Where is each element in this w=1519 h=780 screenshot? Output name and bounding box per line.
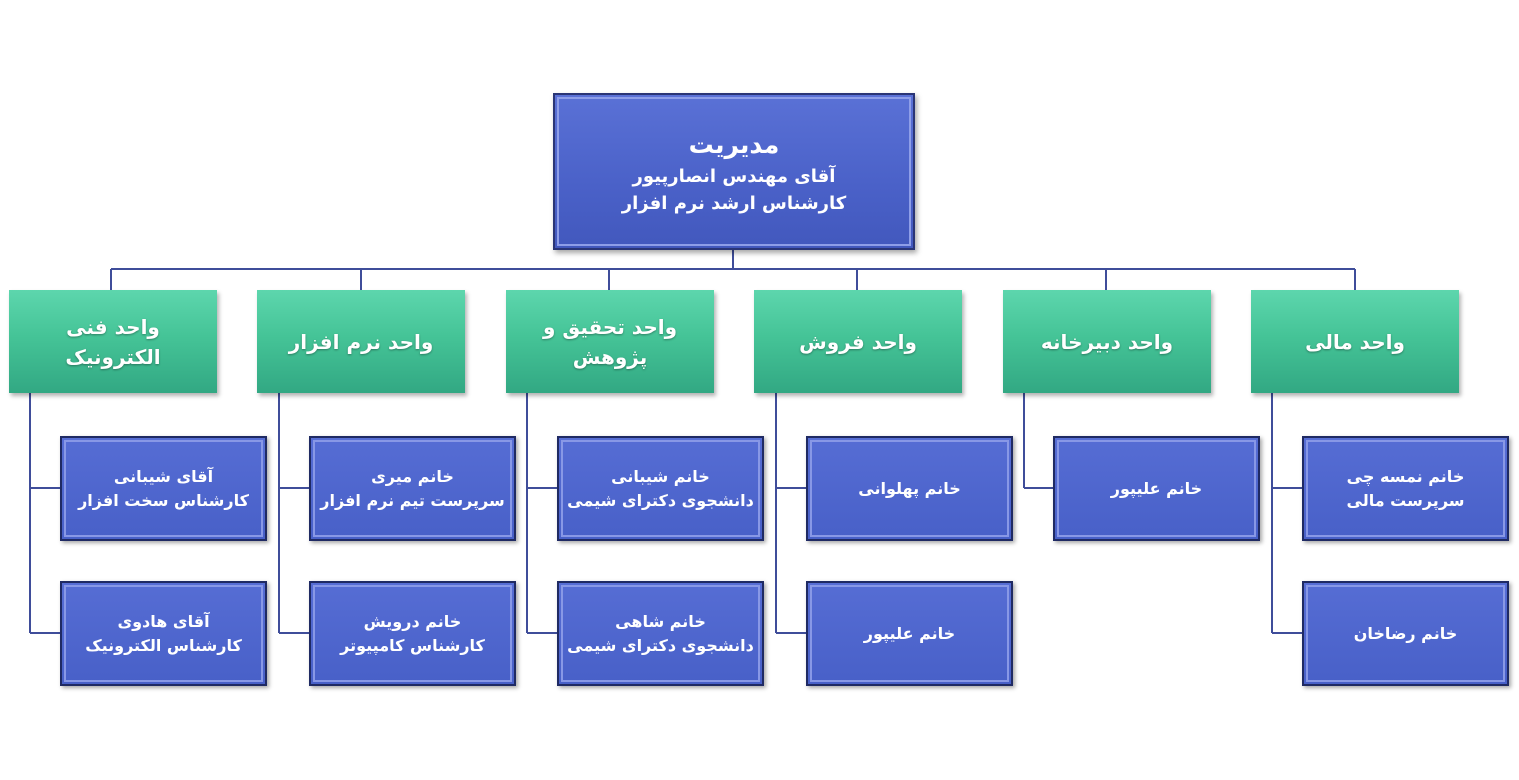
dept-label: واحد دبیرخانه	[1040, 329, 1174, 354]
staff-research-2: خانم شاهی دانشجوی دکترای شیمی	[557, 581, 764, 686]
dept-electronics: واحد فنی الکترونیک	[9, 290, 217, 393]
staff-name: خانم میری	[371, 466, 454, 486]
root-line2: کارشناس ارشد نرم افزار	[621, 193, 847, 215]
staff-finance-2: خانم رضاخان	[1302, 581, 1509, 686]
staff-secretariat-1: خانم علیپور	[1053, 436, 1260, 541]
staff-name: خانم نمسه چی	[1346, 466, 1465, 486]
dept-finance: واحد مالی	[1251, 290, 1459, 393]
staff-name: خانم شاهی	[615, 611, 706, 631]
dept-label-1: واحد فنی	[66, 314, 160, 339]
staff-role: کارشناس الکترونیک	[85, 635, 242, 655]
dept-secretariat: واحد دبیرخانه	[1003, 290, 1211, 393]
staff-electronics-2: آقای هادوی کارشناس الکترونیک	[60, 581, 267, 686]
root-node-management: مدیریت آقای مهندس انصارپیور کارشناس ارشد…	[553, 93, 915, 250]
staff-role: دانشجوی دکترای شیمی	[567, 635, 754, 655]
staff-sales-1: خانم پهلوانی	[806, 436, 1013, 541]
staff-name: خانم پهلوانی	[858, 478, 961, 498]
staff-electronics-1: آقای شیبانی کارشناس سخت افزار	[60, 436, 267, 541]
staff-name: آقای هادوی	[117, 611, 210, 631]
dept-label-2: الکترونیک	[65, 344, 161, 369]
dept-label-1: واحد تحقیق و	[542, 314, 678, 339]
staff-research-1: خانم شیبانی دانشجوی دکترای شیمی	[557, 436, 764, 541]
staff-software-1: خانم میری سرپرست تیم نرم افزار	[309, 436, 516, 541]
staff-name: خانم علیپور	[1110, 478, 1203, 498]
staff-role: کارشناس کامپیوتر	[340, 635, 485, 655]
staff-software-2: خانم درویش کارشناس کامپیوتر	[309, 581, 516, 686]
dept-sales: واحد فروش	[754, 290, 962, 393]
staff-name: خانم شیبانی	[611, 466, 710, 486]
staff-role: کارشناس سخت افزار	[78, 490, 249, 510]
dept-label: واحد نرم افزار	[288, 329, 434, 354]
dept-software: واحد نرم افزار	[257, 290, 465, 393]
dept-label: واحد مالی	[1305, 329, 1405, 354]
staff-finance-1: خانم نمسه چی سرپرست مالی	[1302, 436, 1509, 541]
staff-role: دانشجوی دکترای شیمی	[567, 490, 754, 510]
staff-name: خانم علیپور	[863, 623, 956, 643]
staff-sales-2: خانم علیپور	[806, 581, 1013, 686]
dept-label: واحد فروش	[799, 329, 917, 354]
staff-name: آقای شیبانی	[113, 466, 214, 486]
staff-role: سرپرست مالی	[1346, 490, 1465, 510]
dept-label-2: پژوهش	[572, 344, 648, 369]
staff-name: خانم رضاخان	[1353, 623, 1458, 643]
staff-name: خانم درویش	[363, 611, 462, 631]
dept-research: واحد تحقیق و پژوهش	[506, 290, 714, 393]
staff-role: سرپرست تیم نرم افزار	[320, 490, 505, 510]
root-title: مدیریت	[688, 129, 780, 159]
root-line1: آقای مهندس انصارپیور	[632, 166, 836, 188]
